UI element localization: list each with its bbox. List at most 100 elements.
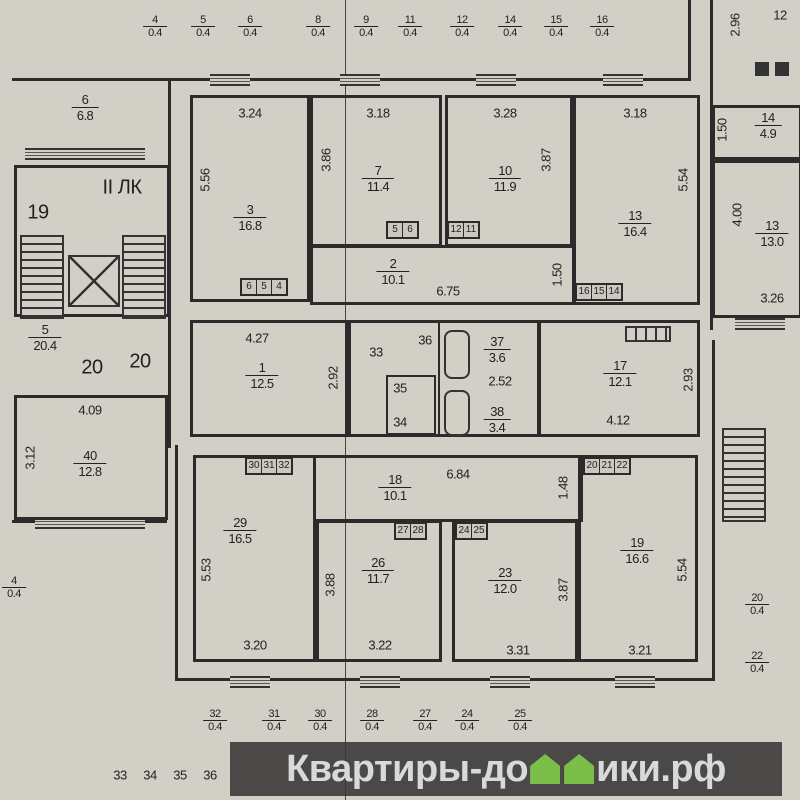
- room-13b-width: 3.26: [760, 290, 784, 306]
- dim-2-96: 2.96: [727, 13, 743, 37]
- room-23: [452, 520, 578, 662]
- stairs-icon: [20, 235, 64, 319]
- outer-wall: [175, 445, 178, 680]
- house-icon: [530, 754, 561, 784]
- outer-wall: [710, 0, 713, 330]
- room-10-height: 3.87: [538, 148, 554, 172]
- label-19: 19: [27, 201, 49, 224]
- window: [360, 676, 400, 688]
- room-2-width: 6.75: [436, 283, 460, 299]
- room-34: 34: [393, 414, 407, 430]
- bottom-cut-label: 35: [173, 767, 187, 783]
- room-2-corridor: [310, 245, 575, 305]
- label-20: 20: [129, 350, 151, 373]
- room-13-width: 3.18: [623, 105, 647, 121]
- stairs-icon: [722, 428, 766, 522]
- elevator-icon: [68, 255, 120, 307]
- bathtub-icon: [444, 390, 470, 436]
- label-12: 12: [773, 7, 787, 23]
- room-40: [14, 395, 168, 520]
- label-20: 20: [81, 356, 103, 379]
- room-35: 35: [393, 380, 407, 396]
- room-1-width: 4.27: [245, 330, 269, 346]
- window: [603, 74, 643, 86]
- watermark-text-start: Квартиры-до: [286, 747, 529, 790]
- room-26-width: 3.22: [368, 637, 392, 653]
- room-29-height: 5.53: [198, 558, 214, 582]
- room-23-height: 3.87: [555, 578, 571, 602]
- bottom-cut-label: 33: [113, 767, 127, 783]
- room-19: [578, 455, 698, 662]
- stove-icon: [625, 326, 671, 342]
- outlet-icon: [775, 62, 789, 76]
- room-18-width: 6.84: [446, 466, 470, 482]
- partition: [438, 322, 440, 435]
- room-18-height: 1.48: [555, 476, 571, 500]
- house-icon: [564, 754, 595, 784]
- window: [340, 74, 380, 86]
- room-29-width: 3.20: [243, 637, 267, 653]
- room-17: [538, 320, 700, 437]
- room-26-height: 3.88: [322, 573, 338, 597]
- room-10-width: 3.28: [493, 105, 517, 121]
- room-14-height: 1.50: [714, 118, 730, 142]
- bottom-cut-label: 36: [203, 767, 217, 783]
- room-23-width: 3.31: [506, 642, 530, 658]
- room-26: [316, 520, 442, 662]
- room-40-height: 3.12: [22, 446, 38, 470]
- room-36: 36: [418, 332, 432, 348]
- window: [25, 148, 145, 160]
- toilet-block: [386, 375, 436, 435]
- room-13-height: 5.54: [675, 168, 691, 192]
- bottom-cut-label: 34: [143, 767, 157, 783]
- room-7-height: 3.86: [318, 148, 334, 172]
- stairs-icon: [122, 235, 166, 319]
- room-1: [190, 320, 348, 437]
- room-40-width: 4.09: [78, 402, 102, 418]
- dim-2-52: 2.52: [488, 373, 512, 389]
- room-2-height: 1.50: [549, 263, 565, 287]
- room-17-width: 4.12: [606, 412, 630, 428]
- outer-wall: [12, 78, 180, 81]
- watermark: Квартиры-до ики.рф: [230, 742, 782, 796]
- window: [230, 676, 270, 688]
- room-13: [573, 95, 700, 305]
- room-19-width: 3.21: [628, 642, 652, 658]
- room-3-width: 3.24: [238, 105, 262, 121]
